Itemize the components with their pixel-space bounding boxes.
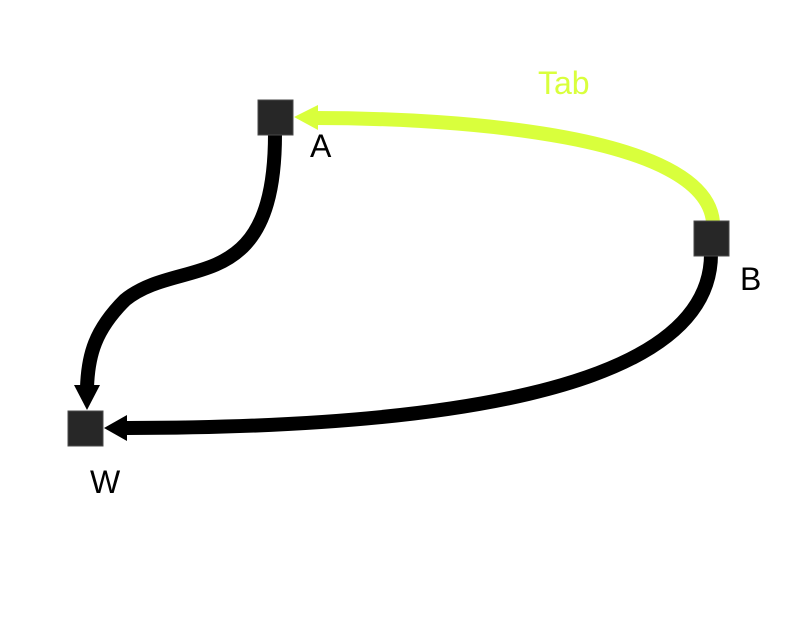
- edge-a-to-w-arrowhead: [74, 385, 100, 410]
- edge-b-to-w-path: [123, 253, 718, 435]
- edge-a-to-w: [74, 133, 282, 410]
- edge-a-to-w-path: [80, 133, 282, 389]
- node-b-box[interactable]: [693, 220, 730, 257]
- node-a-label: A: [310, 128, 332, 164]
- edge-b-to-a-label: Tab: [538, 65, 590, 101]
- node-w-label: W: [90, 464, 121, 500]
- edge-b-to-a: Tab: [294, 65, 720, 224]
- node-a-box[interactable]: [257, 99, 294, 136]
- edge-b-to-w: [104, 253, 718, 441]
- edge-b-to-a-path: [313, 111, 720, 224]
- node-b-label: B: [740, 261, 761, 297]
- edge-b-to-w-arrowhead: [104, 415, 127, 441]
- node-w[interactable]: W: [67, 410, 121, 500]
- node-b[interactable]: B: [693, 220, 761, 297]
- node-w-box[interactable]: [67, 410, 104, 447]
- node-a[interactable]: A: [257, 99, 332, 164]
- edge-b-to-a-arrowhead: [294, 105, 318, 130]
